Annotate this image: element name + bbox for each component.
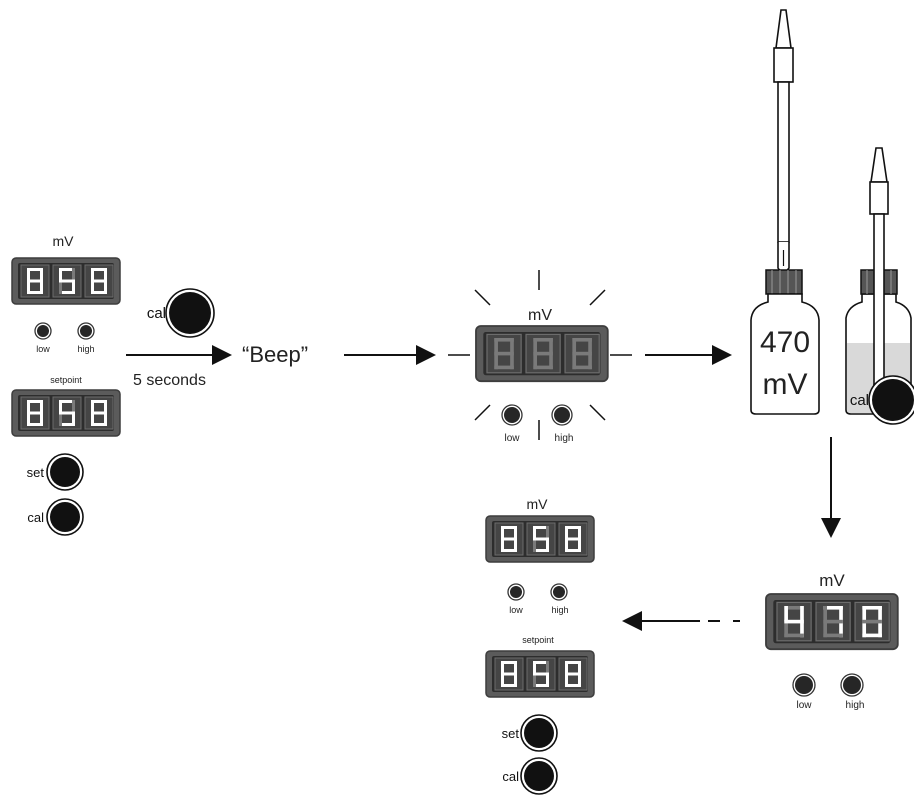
mv-label: mV [819,571,845,590]
cal-press-label: cal [147,305,166,322]
low-label: low [509,605,523,615]
mv-label: mV [528,307,552,324]
cal-confirm-label: cal [850,392,869,409]
high-led: high [550,583,569,615]
low-label: low [36,344,50,354]
mv-display [765,593,899,651]
high-label: high [77,344,94,354]
cal-button-label: cal [502,769,519,784]
high-label: high [555,433,574,444]
cal-press-button[interactable]: cal [147,288,215,338]
bottle-icon: 470 mV [750,269,820,415]
cal-confirm-button[interactable]: cal [850,375,914,425]
result-panel: mV low high [765,571,899,711]
cal-button-label: cal [27,510,44,525]
beep-label: “Beep” [242,342,308,367]
flashing-panel: mV low high [448,270,632,444]
set-button[interactable]: set [27,453,84,491]
seconds-label: 5 seconds [133,372,206,389]
high-led: high [77,322,95,354]
set-button-label: set [27,465,45,480]
setpoint-display [11,389,121,437]
electrode-icon [773,9,794,273]
cal-button[interactable]: cal [502,757,558,795]
bottle-unit: mV [763,368,808,401]
setpoint-label: setpoint [522,635,554,645]
mv-display [485,515,595,563]
low-led: low [34,322,52,354]
final-panel: mV low high setpoint set cal [485,496,595,795]
mv-label: mV [53,233,75,249]
setpoint-display [485,650,595,698]
low-led: low [507,583,525,615]
low-led: low [792,673,816,711]
low-label: low [504,433,520,444]
high-led: high [840,673,865,711]
cal-button[interactable]: cal [27,498,84,536]
mv-display [475,325,609,383]
low-label: low [796,700,812,711]
setpoint-label: setpoint [50,375,82,385]
low-led: low [501,404,523,444]
bottle-value: 470 [760,326,810,359]
mv-display [11,257,121,305]
mv-label: mV [527,496,549,512]
set-button[interactable]: set [502,714,558,752]
high-label: high [846,700,865,711]
set-button-label: set [502,726,520,741]
high-label: high [551,605,568,615]
high-led: high [551,404,574,444]
left-panel: mV low high setpoint set cal [11,233,121,536]
